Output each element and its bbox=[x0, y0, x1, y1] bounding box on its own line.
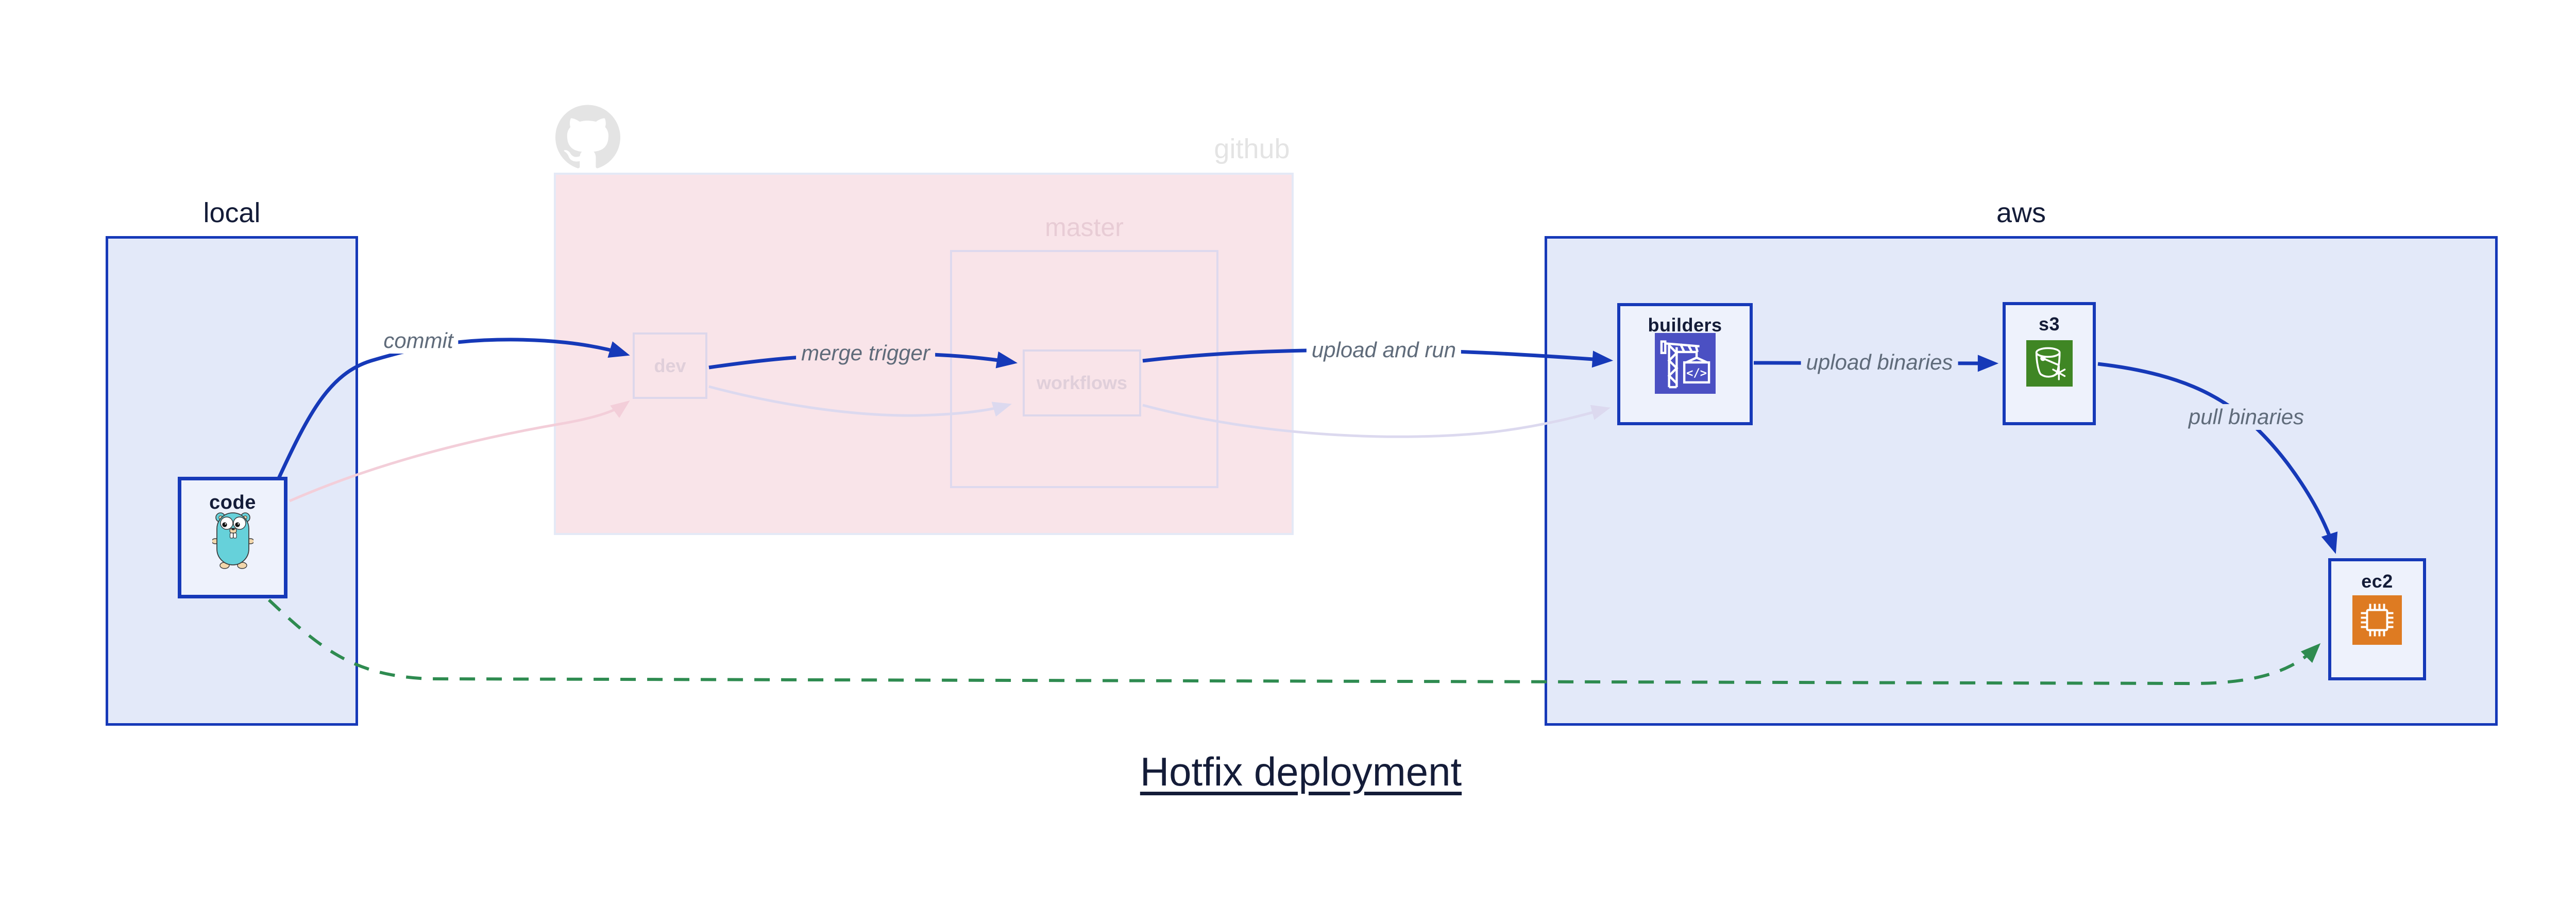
aws-s3-glacier-icon bbox=[2026, 340, 2073, 387]
node-workflows-label: workflows bbox=[1036, 372, 1128, 393]
node-workflows: workflows bbox=[1023, 349, 1141, 416]
edge-label-commit: commit bbox=[378, 328, 459, 354]
github-group-label: github bbox=[1214, 133, 1290, 164]
node-dev: dev bbox=[633, 332, 707, 399]
svg-text:</>: </> bbox=[1686, 366, 1707, 380]
aws-group-label: aws bbox=[1996, 197, 2046, 228]
node-s3-label: s3 bbox=[2038, 313, 2060, 335]
aws-ec2-icon bbox=[2352, 595, 2402, 645]
node-ec2-label: ec2 bbox=[2361, 571, 2393, 592]
go-gopher-icon bbox=[211, 509, 255, 569]
edge-label-upload-and-run: upload and run bbox=[1306, 337, 1462, 363]
master-group-label: master bbox=[1045, 213, 1124, 242]
local-group-label: local bbox=[203, 197, 261, 228]
aws-codebuild-icon: </> bbox=[1655, 333, 1716, 394]
node-code-label: code bbox=[209, 492, 256, 513]
github-logo-icon bbox=[555, 104, 620, 169]
node-builders-label: builders bbox=[1648, 314, 1722, 336]
node-dev-label: dev bbox=[654, 355, 686, 376]
edge-label-upload-binaries: upload binaries bbox=[1801, 349, 1958, 376]
edge-label-pull-binaries: pull binaries bbox=[2183, 404, 2310, 430]
edge-label-merge-trigger: merge trigger bbox=[796, 340, 935, 366]
diagram-title: Hotfix deployment bbox=[1140, 749, 1462, 794]
